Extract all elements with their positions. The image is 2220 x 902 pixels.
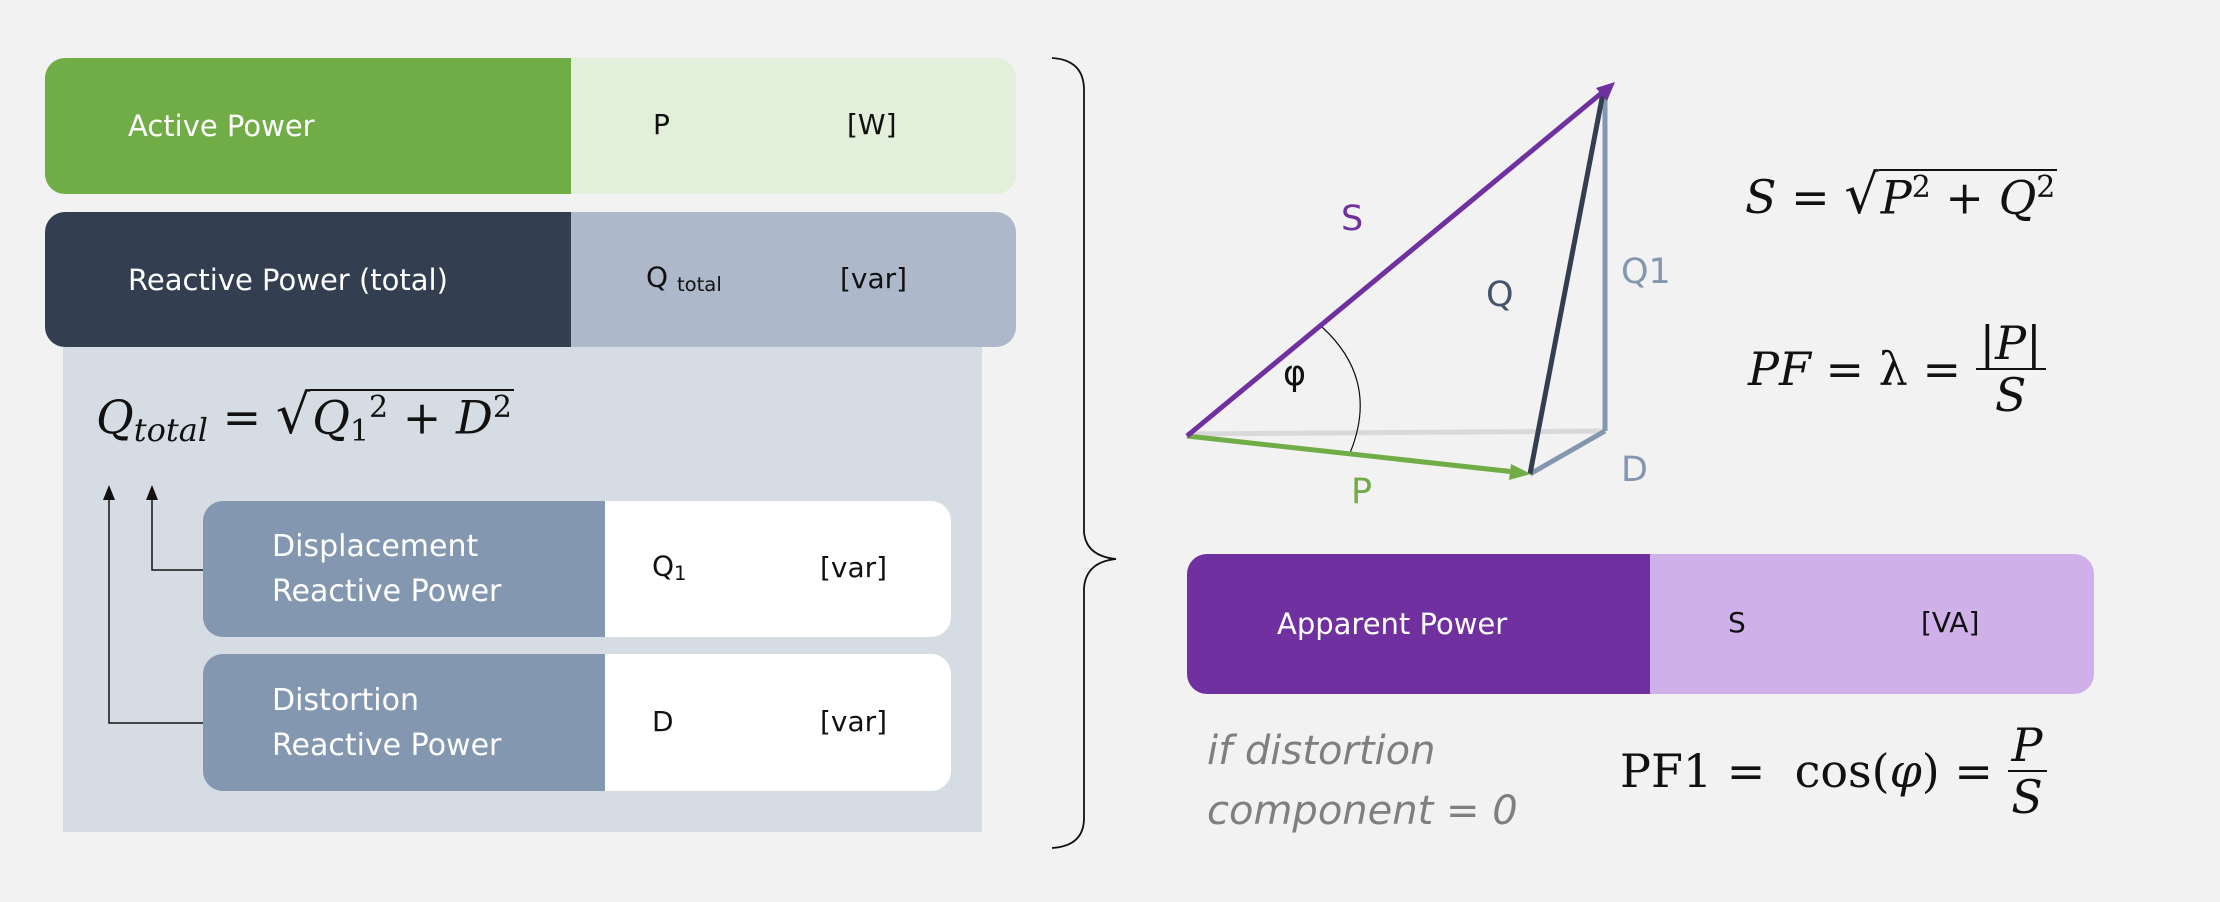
arrow-displacement-connector — [151, 497, 203, 571]
reactive-power-unit: [var] — [840, 261, 908, 295]
active-power-label: Active Power — [128, 109, 315, 143]
distortion-label-line1: Distortion — [272, 682, 419, 718]
active-power-row: Active Power P [W] — [45, 58, 1016, 194]
curly-brace — [1051, 57, 1117, 849]
distortion-unit: [var] — [820, 704, 888, 738]
label-p: P — [1351, 472, 1373, 512]
displacement-unit: [var] — [820, 550, 888, 584]
displacement-symbol: Q1 — [652, 549, 687, 586]
displacement-reactive-power-row: Displacement Reactive Power Q1 [var] — [203, 501, 951, 637]
phi-angle-arc — [1321, 326, 1361, 454]
active-power-symbol: P — [653, 107, 670, 141]
reactive-power-label: Reactive Power (total) — [128, 262, 448, 297]
d-vector — [1528, 428, 1607, 477]
pf1-fraction: P S — [2007, 722, 2047, 820]
displacement-value-cell: Q1 [var] — [605, 501, 951, 637]
apparent-power-value-cell: S [VA] — [1650, 554, 2094, 694]
apparent-power-unit: [VA] — [1921, 605, 1980, 639]
active-power-label-cell: Active Power — [45, 58, 571, 194]
reactive-power-label-cell: Reactive Power (total) — [45, 212, 571, 347]
distortion-note-line2: component = 0 — [1207, 788, 1518, 834]
label-s: S — [1341, 199, 1364, 239]
distortion-symbol: D — [652, 704, 674, 738]
displacement-label-line1: Displacement — [272, 529, 479, 564]
displacement-label-line2: Reactive Power — [272, 574, 502, 609]
distortion-note: if distortion component = 0 — [1207, 721, 1518, 841]
active-power-value-cell: P [W] — [571, 58, 1016, 194]
label-q1: Q1 — [1621, 252, 1671, 292]
apparent-power-label: Apparent Power — [1277, 607, 1508, 641]
apparent-power-symbol: S — [1728, 605, 1746, 639]
arrow-distortion-connector — [108, 497, 203, 724]
apparent-power-row: Apparent Power S [VA] — [1187, 554, 2094, 694]
pf-fraction: |P| S — [1975, 320, 2046, 418]
reactive-power-value-cell: Q total [var] — [571, 212, 1016, 347]
arrow-head-displacement — [146, 485, 158, 500]
distortion-value-cell: D [var] — [605, 654, 951, 791]
label-phi: φ — [1283, 354, 1307, 394]
distortion-note-line1: if distortion — [1207, 728, 1436, 774]
active-power-unit: [W] — [847, 107, 897, 141]
reference-line — [1186, 428, 1606, 437]
qtotal-formula: Qtotal = √Q12 + D2 — [96, 383, 514, 449]
p-arrow-head — [1509, 464, 1531, 480]
apparent-power-label-cell: Apparent Power — [1187, 554, 1650, 694]
label-q: Q — [1486, 275, 1514, 315]
q-vector — [1527, 92, 1606, 475]
reactive-power-symbol: Q total — [646, 259, 722, 296]
apparent-power-formula: S = √P2 + Q2 — [1745, 163, 2058, 226]
distortion-label-line2: Reactive Power — [272, 727, 502, 763]
displacement-label-cell: Displacement Reactive Power — [203, 501, 605, 637]
s-arrow-head — [1596, 82, 1615, 101]
displacement-power-factor-formula: PF1 = cos(φ) = P S — [1620, 722, 2047, 820]
distortion-reactive-power-row: Distortion Reactive Power D [var] — [203, 654, 951, 791]
arrow-head-distortion — [103, 485, 115, 500]
distortion-label-cell: Distortion Reactive Power — [203, 654, 605, 791]
label-d: D — [1621, 450, 1648, 490]
s-vector — [1185, 89, 1606, 438]
reactive-power-row: Reactive Power (total) Q total [var] — [45, 212, 1016, 347]
p-vector — [1186, 433, 1516, 475]
power-factor-formula: PF = λ = |P| S — [1748, 320, 2046, 418]
